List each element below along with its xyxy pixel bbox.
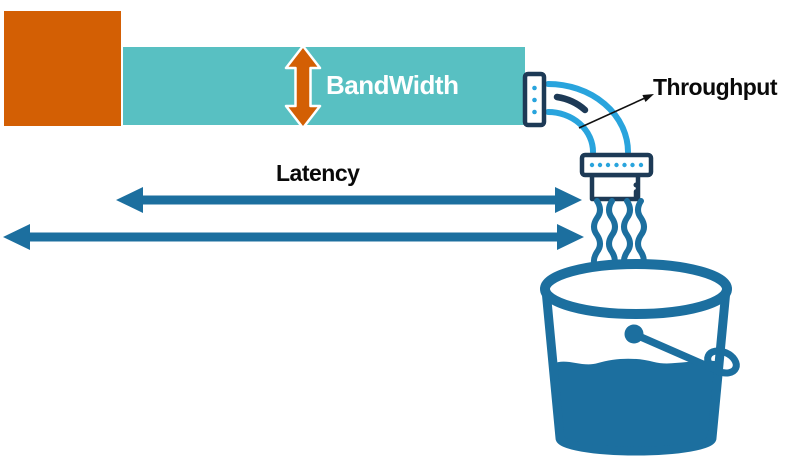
latency-label: Latency bbox=[276, 160, 360, 186]
faucet-body-dot bbox=[633, 182, 639, 188]
water-strand bbox=[635, 198, 647, 269]
bucket-outline bbox=[541, 285, 731, 456]
bucket-handle-pivot bbox=[624, 324, 644, 344]
throughput-callout-arrowhead-icon bbox=[642, 94, 654, 102]
flange-dot bbox=[630, 162, 635, 168]
faucet-pipe-inner-arc bbox=[545, 109, 596, 155]
faucet-flange-dots bbox=[589, 162, 644, 168]
bucket-handle-loop bbox=[704, 347, 740, 377]
bucket bbox=[540, 259, 740, 456]
latency-arrow-upper bbox=[116, 187, 582, 213]
faucet-body bbox=[589, 172, 641, 202]
falling-water bbox=[590, 198, 647, 269]
latency-arrow-lower bbox=[3, 224, 584, 250]
source-block bbox=[4, 11, 121, 126]
bucket-water bbox=[553, 358, 719, 452]
bucket-rim bbox=[540, 259, 732, 319]
flange-dot bbox=[614, 162, 619, 168]
water-strand bbox=[606, 198, 618, 269]
pipe-connector-dots bbox=[532, 85, 537, 115]
bandwidth-label: BandWidth bbox=[326, 70, 459, 100]
connector-dot bbox=[532, 97, 537, 103]
flange-dot bbox=[597, 162, 603, 168]
flange-dot bbox=[589, 162, 595, 168]
throughput-label: Throughput bbox=[653, 74, 778, 100]
flange-dot bbox=[605, 162, 611, 168]
flow-dash-icon bbox=[553, 93, 589, 114]
pipe-bar bbox=[123, 47, 525, 125]
bandwidth-double-arrow-icon bbox=[284, 44, 322, 130]
bucket-handle-rod bbox=[630, 330, 718, 373]
throughput-callout-line bbox=[578, 97, 646, 129]
connector-dot bbox=[532, 109, 537, 115]
water-strand bbox=[620, 198, 633, 269]
flange-dot bbox=[622, 162, 627, 168]
flange-dot bbox=[638, 162, 644, 168]
faucet-pipe-outer-arc bbox=[545, 81, 631, 155]
water-strand bbox=[590, 198, 603, 269]
connector-dot bbox=[532, 85, 537, 91]
